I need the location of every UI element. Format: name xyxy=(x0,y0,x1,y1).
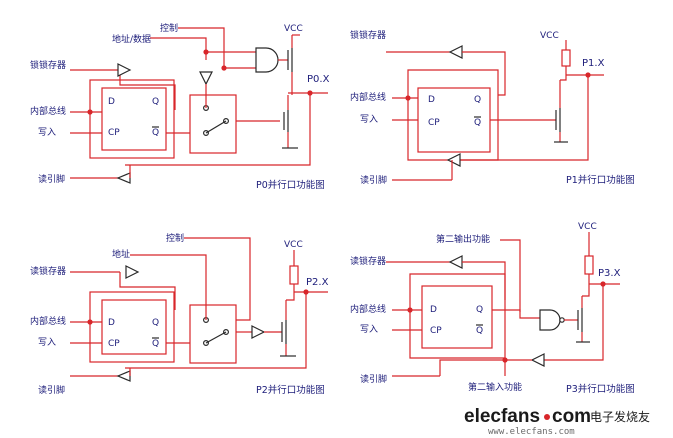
p2-ff-cp: CP xyxy=(108,339,120,349)
p3-ff-cp: CP xyxy=(430,326,442,336)
p2-ff-qbar: Q xyxy=(152,339,159,349)
p2-ff-q: Q xyxy=(152,318,159,328)
p1-read-pin-buffer-icon xyxy=(446,153,461,167)
p3-second-out-label: 第二输出功能 xyxy=(436,233,490,245)
p2-latch-box xyxy=(101,299,167,355)
p2-vcc-label: VCC xyxy=(284,240,303,250)
p2-write-label: 写入 xyxy=(38,337,56,348)
p2-latch-frame xyxy=(89,291,175,363)
p2-caption: P2并行口功能图 xyxy=(256,384,325,396)
p0-ff-q: Q xyxy=(152,97,159,107)
watermark-url: www.elecfans.com xyxy=(488,427,575,437)
p2-read-pin-buffer-icon xyxy=(116,370,131,382)
p3-second-in-label: 第二输入功能 xyxy=(468,381,522,393)
p3-read-pin-label: 读引脚 xyxy=(360,373,387,385)
p0-vcc-label: VCC xyxy=(284,24,303,34)
p3-ff-qbar: Q xyxy=(476,326,483,336)
p0-inverter-icon xyxy=(199,71,213,86)
p3-pullup-resistor xyxy=(584,255,594,275)
p2-read-latch-buffer-icon xyxy=(125,265,140,279)
p0-latch-label: 锁锁存器 xyxy=(30,59,66,71)
p2-bus-label: 内部总线 xyxy=(30,315,66,327)
p2-latch-label: 读锁存器 xyxy=(30,265,66,277)
p3-write-label: 写入 xyxy=(360,324,378,335)
p1-pin-label: P1.X xyxy=(582,58,605,69)
p0-write-label: 写入 xyxy=(38,127,56,138)
p3-pin-label: P3.X xyxy=(598,268,621,279)
read-latch-buffer-icon xyxy=(117,63,132,77)
p0-mux-box xyxy=(189,94,237,154)
p1-ff-q: Q xyxy=(474,95,481,105)
watermark-brand: elecfans xyxy=(464,406,540,427)
p2-pin-label: P2.X xyxy=(306,277,329,288)
p2-diagram: D Q CP Q VCC P2.X 读锁存器 内部总线 写入 读引脚 xyxy=(30,232,329,396)
p2-address-label: 地址 xyxy=(112,248,130,260)
p2-ff-d: D xyxy=(108,318,115,328)
watermark-logo: elecfans com 电子发烧友 www.elecfans.com xyxy=(464,406,650,437)
p1-write-label: 写入 xyxy=(360,114,378,125)
p2-pullup-resistor xyxy=(289,265,299,285)
p0-latch-box xyxy=(101,87,167,151)
p1-read-pin-label: 读引脚 xyxy=(360,174,387,186)
p0-caption: P0并行口功能图 xyxy=(256,179,325,191)
p1-ff-cp: CP xyxy=(428,118,440,128)
p0-bus-label: 内部总线 xyxy=(30,105,66,117)
p1-read-latch-buffer-icon xyxy=(448,45,463,59)
p2-read-pin-label: 读引脚 xyxy=(38,384,65,396)
p3-bus-label: 内部总线 xyxy=(350,303,386,315)
p1-latch-label: 锁锁存器 xyxy=(350,29,386,41)
p0-addr-data-label: 地址/数据 xyxy=(112,33,151,45)
p3-read-pin-buffer-icon xyxy=(530,353,545,367)
p1-diagram: D Q CP Q VCC P1.X 锁锁存器 内部总线 写入 读引脚 P1并行口… xyxy=(350,29,635,186)
p3-latch-label: 读锁存器 xyxy=(350,255,386,267)
p0-read-pin-buffer-icon xyxy=(116,172,131,184)
p3-ff-q: Q xyxy=(476,305,483,315)
watermark-dotcom: com xyxy=(552,406,591,427)
p0-ff-qbar: Q xyxy=(152,128,159,138)
p0-ff-d: D xyxy=(108,97,115,107)
p1-pullup-resistor xyxy=(561,49,571,67)
p3-caption: P3并行口功能图 xyxy=(566,383,635,395)
p1-ff-qbar: Q xyxy=(474,118,481,128)
watermark-dot-icon xyxy=(544,414,550,420)
p3-ff-d: D xyxy=(430,305,437,315)
p0-control-label: 控制 xyxy=(160,22,178,34)
p0-diagram: D Q CP Q xyxy=(30,22,330,191)
p1-vcc-label: VCC xyxy=(540,31,559,41)
p1-ff-d: D xyxy=(428,95,435,105)
p0-latch-frame xyxy=(89,79,175,159)
p2-control-label: 控制 xyxy=(166,232,184,244)
p2-buffer-icon xyxy=(251,325,266,339)
p3-read-latch-buffer-icon xyxy=(448,255,463,269)
p3-nand-gate-icon xyxy=(539,309,561,331)
p0-and-gate-icon xyxy=(255,47,279,73)
p3-latch-box xyxy=(421,285,493,349)
p1-caption: P1并行口功能图 xyxy=(566,174,635,186)
p1-bus-label: 内部总线 xyxy=(350,91,386,103)
p1-latch-frame xyxy=(407,69,499,161)
p0-read-pin-label: 读引脚 xyxy=(38,173,65,185)
p3-latch-frame xyxy=(409,273,506,359)
p3-vcc-label: VCC xyxy=(578,222,597,232)
p3-diagram: D Q CP Q VCC P3.X 读锁存器 内部总线 写入 读引脚 第二输出功… xyxy=(350,222,635,395)
p2-mux-box xyxy=(189,304,237,364)
p0-ff-cp: CP xyxy=(108,128,120,138)
p0-pin-label: P0.X xyxy=(307,74,330,85)
watermark-cn: 电子发烧友 xyxy=(590,409,650,424)
